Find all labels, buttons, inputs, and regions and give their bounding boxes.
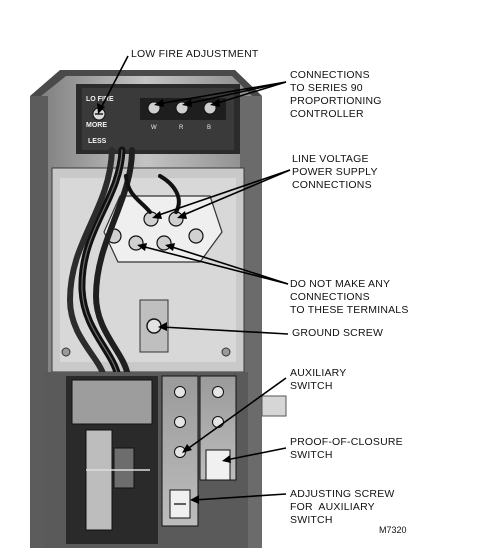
figure-number: M7320: [379, 525, 407, 535]
lower-compartment: [44, 372, 248, 548]
wire-bundle: [66, 146, 181, 380]
leader-line-voltage-2: [180, 169, 291, 217]
panel-label-lo-fire: LO FIRE: [86, 96, 114, 103]
callout-low-fire-adjustment: LOW FIRE ADJUSTMENT: [131, 48, 259, 60]
leader-series90-b: [213, 81, 287, 105]
arrow-auxiliary-switch: [182, 444, 192, 453]
terminal-label-r: R: [179, 125, 184, 131]
leader-series90-w: [157, 81, 287, 105]
callout-adjusting-screw: ADJUSTING SCREW FOR AUXILIARY SWITCH: [290, 488, 395, 526]
callout-line-voltage-connections: LINE VOLTAGE POWER SUPPLY CONNECTIONS: [292, 153, 378, 191]
callout-do-not-connect: DO NOT MAKE ANY CONNECTIONS TO THESE TER…: [290, 278, 409, 316]
arrow-series90-b: [210, 99, 220, 107]
arrow-proof-of-closure: [222, 455, 231, 463]
leader-do-not-connect-1: [140, 245, 289, 285]
arrow-adjusting-screw: [190, 495, 199, 504]
line-voltage-terminal: [143, 211, 159, 227]
top-panel: [76, 84, 240, 154]
panel-label-less: LESS: [88, 138, 107, 145]
arrow-line-voltage-1: [152, 211, 162, 219]
arrow-line-voltage-2: [177, 211, 187, 219]
leader-ground-screw: [161, 326, 289, 335]
arrow-ground-screw: [158, 322, 167, 331]
arrow-series90-r: [182, 99, 192, 107]
arrow-low-fire: [97, 103, 105, 114]
leader-adjusting-screw: [193, 493, 287, 501]
ground-screw: [146, 318, 162, 334]
leader-low-fire: [99, 55, 129, 111]
leader-do-not-connect-2: [168, 245, 289, 285]
callout-proof-of-closure-switch: PROOF-OF-CLOSURE SWITCH: [290, 436, 403, 461]
leader-auxiliary-switch: [185, 377, 287, 451]
terminal-label-w: W: [151, 125, 157, 131]
leader-line-voltage-1: [155, 169, 291, 217]
panel-label-more: MORE: [86, 122, 107, 129]
arrow-do-not-connect-1: [137, 243, 147, 251]
arrow-do-not-connect-2: [165, 243, 175, 251]
side-tab: [261, 395, 287, 417]
terminal-label-b: B: [207, 125, 211, 131]
leader-lines: [97, 55, 291, 504]
leader-series90-r: [185, 81, 287, 105]
leader-proof-of-closure: [225, 447, 287, 461]
callout-ground-screw: GROUND SCREW: [292, 327, 384, 339]
line-voltage-terminal: [168, 211, 184, 227]
callout-auxiliary-switch: AUXILIARY SWITCH: [290, 367, 347, 392]
arrow-series90-w: [154, 99, 164, 107]
callout-series-90-connections: CONNECTIONS TO SERIES 90 PROPORTIONING C…: [290, 69, 382, 120]
